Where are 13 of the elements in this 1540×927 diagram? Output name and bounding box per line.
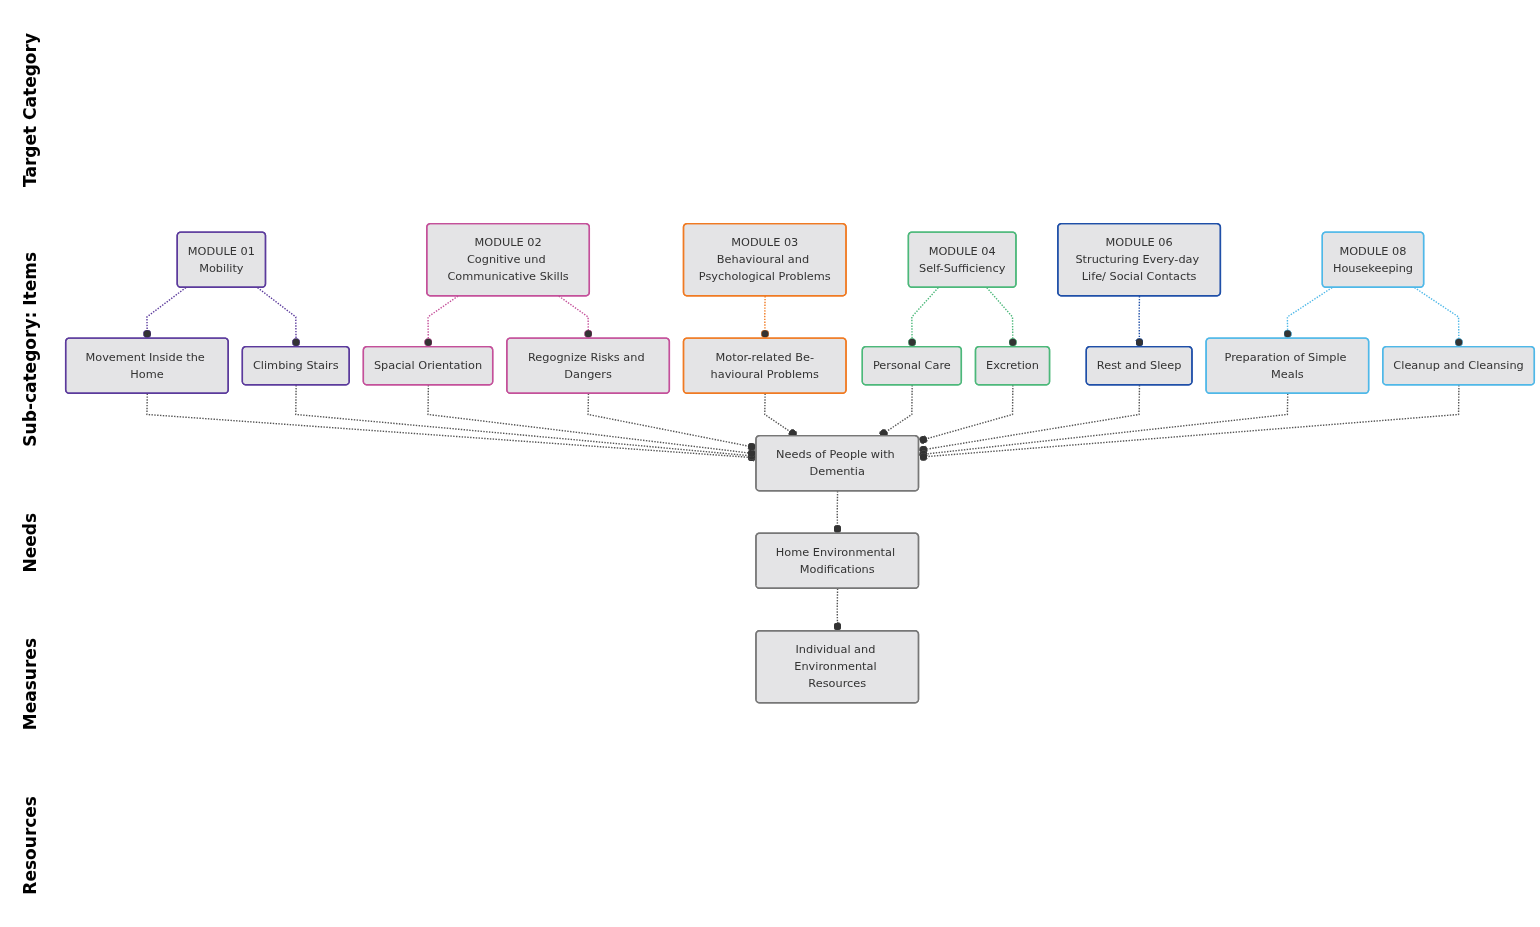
row-label: Sub-category: Items [20,252,40,447]
connector [1413,287,1464,348]
connector [986,287,1018,348]
row-label: Target Category [20,32,40,187]
connector [558,295,593,340]
row-label: Needs [20,512,40,573]
connector [142,287,187,340]
row-label: Resources [20,795,40,895]
connector [907,287,939,348]
connector [1283,287,1333,340]
connector [256,287,301,348]
row-label: Measures [20,637,40,730]
connector [424,295,459,348]
